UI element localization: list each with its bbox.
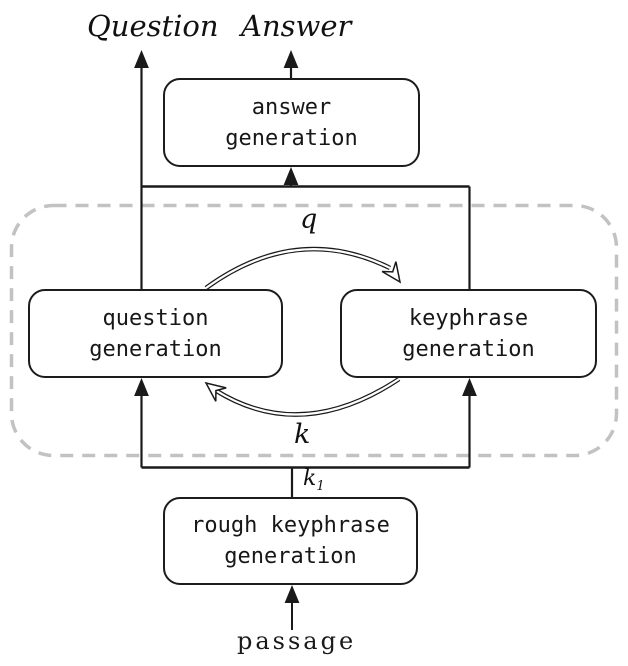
- k-cycle-curve-inner: [214, 378, 400, 416]
- answer-output-label: Answer: [241, 9, 352, 43]
- answer-generation-box: answer generation: [163, 78, 420, 167]
- passage-input-label: passage: [237, 627, 357, 655]
- answer-output-arrowhead: [283, 50, 299, 68]
- k-edge-label: k: [294, 419, 311, 450]
- dashed-cycle-region-border: [9, 203, 619, 458]
- question-feed-arrowhead: [134, 378, 149, 396]
- q-cycle-curve-inner: [205, 248, 391, 289]
- k1-base-text: k: [303, 466, 317, 491]
- question-generation-box: question generation: [28, 289, 283, 378]
- rough-keyphrase-generation-box: rough keyphrase generation: [163, 497, 418, 585]
- k-cycle-arrowhead: [204, 381, 227, 402]
- passage-input-arrowhead: [284, 585, 300, 603]
- answer-feed-arrowhead: [283, 167, 299, 185]
- k1-subscript-text: 1: [316, 479, 325, 494]
- k1-edge-label: k1: [303, 466, 325, 494]
- keyphrase-feed-arrowhead: [462, 378, 477, 396]
- q-edge-label: q: [300, 204, 318, 235]
- keyphrase-generation-box: keyphrase generation: [340, 289, 597, 378]
- question-output-arrowhead: [134, 50, 149, 68]
- q-cycle-curve-outer: [204, 246, 392, 290]
- q-cycle-arrowhead: [381, 261, 402, 284]
- k-cycle-curve-outer: [213, 377, 401, 417]
- question-output-label: Question: [87, 9, 219, 43]
